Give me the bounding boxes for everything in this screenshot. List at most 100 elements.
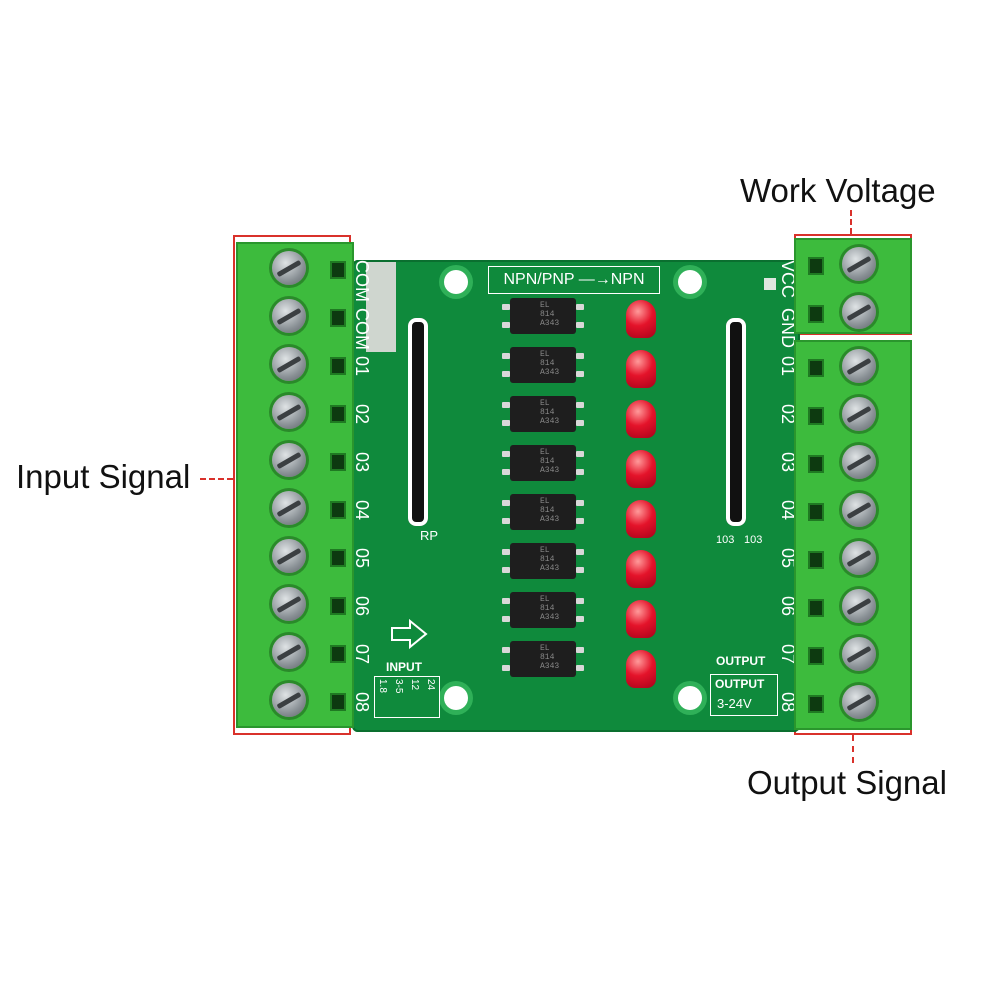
terminal-position (796, 288, 910, 336)
screw-icon[interactable] (842, 295, 876, 329)
terminal-position (238, 532, 352, 580)
screw-icon[interactable] (272, 491, 306, 525)
res-label-2: 103 (744, 534, 763, 546)
screw-icon[interactable] (272, 539, 306, 573)
pin-label: 02 (352, 404, 372, 425)
chip-pin (576, 500, 584, 506)
terminal-position (238, 676, 352, 724)
screw-icon[interactable] (842, 397, 876, 431)
input-signal-label: Input Signal (16, 458, 191, 495)
screw-icon[interactable] (842, 493, 876, 527)
chip-marking: EL 814 A343 (540, 399, 560, 426)
screw-icon[interactable] (842, 589, 876, 623)
pin-label: 04 (352, 500, 372, 521)
chip-pin (502, 549, 510, 555)
screw-icon[interactable] (272, 587, 306, 621)
screw-icon[interactable] (842, 247, 876, 281)
screw-icon[interactable] (842, 637, 876, 671)
terminal-position (238, 580, 352, 628)
screw-icon[interactable] (272, 635, 306, 669)
output-box-label: OUTPUT (715, 677, 765, 691)
screw-icon[interactable] (272, 395, 306, 429)
screw-icon[interactable] (272, 347, 306, 381)
chip-pin (502, 598, 510, 604)
indicator-led (626, 400, 656, 438)
resistor-network-right (726, 318, 746, 526)
screw-icon[interactable] (272, 251, 306, 285)
chip-marking: EL 814 A343 (540, 644, 560, 671)
chip-pin (502, 518, 510, 524)
optocoupler-chip: EL 814 A343 (510, 445, 576, 481)
indicator-led (626, 600, 656, 638)
chip-pin (502, 402, 510, 408)
wire-slot[interactable] (808, 305, 824, 323)
wire-slot[interactable] (808, 503, 824, 521)
terminal-position (796, 390, 910, 438)
wire-slot[interactable] (808, 359, 824, 377)
screw-icon[interactable] (842, 541, 876, 575)
wire-slot[interactable] (808, 551, 824, 569)
input-voltage-1: 1.8 (377, 679, 388, 693)
chip-marking: EL 814 A343 (540, 301, 560, 328)
rp-resistor-network (408, 318, 428, 526)
wire-slot[interactable] (808, 407, 824, 425)
wire-slot[interactable] (330, 453, 346, 471)
chip-pin (502, 647, 510, 653)
optocoupler-chip: EL 814 A343 (510, 543, 576, 579)
indicator-led (626, 650, 656, 688)
work-voltage-leader (850, 210, 852, 234)
input-signal-leader (200, 478, 233, 480)
rp-label: RP (420, 528, 439, 543)
indicator-led (626, 550, 656, 588)
chip-marking: EL 814 A343 (540, 595, 560, 622)
wire-slot[interactable] (330, 405, 346, 423)
wire-slot[interactable] (330, 357, 346, 375)
optocoupler-chip: EL 814 A343 (510, 298, 576, 334)
optocoupler-chip: EL 814 A343 (510, 347, 576, 383)
screw-icon[interactable] (842, 445, 876, 479)
terminal-position (238, 244, 352, 292)
input-marking-strip (366, 262, 396, 352)
chip-pin (576, 353, 584, 359)
chip-pin (502, 420, 510, 426)
wire-slot[interactable] (330, 501, 346, 519)
wire-slot[interactable] (808, 695, 824, 713)
screw-icon[interactable] (842, 349, 876, 383)
chip-pin (502, 469, 510, 475)
indicator-led (626, 500, 656, 538)
input-terminal-block (236, 242, 354, 728)
pcb-board: NPN/PNP —→NPN RP 103 103 EL 814 A343 EL 8… (352, 260, 800, 732)
wire-slot[interactable] (808, 257, 824, 275)
mount-hole-top-right (678, 270, 702, 294)
board-header: NPN/PNP —→NPN (488, 266, 660, 294)
chip-pin (576, 371, 584, 377)
wire-slot[interactable] (808, 599, 824, 617)
pin-label: 07 (352, 644, 372, 665)
wire-slot[interactable] (330, 309, 346, 327)
chip-pin (576, 518, 584, 524)
terminal-position (796, 486, 910, 534)
chip-pin (576, 647, 584, 653)
terminal-position (796, 240, 910, 288)
output-label: OUTPUT (716, 654, 766, 668)
arrow-right-icon (391, 618, 428, 650)
screw-icon[interactable] (272, 443, 306, 477)
screw-icon[interactable] (272, 683, 306, 717)
wire-slot[interactable] (330, 645, 346, 663)
pin-label: 03 (352, 452, 372, 473)
screw-icon[interactable] (272, 299, 306, 333)
mount-hole-bottom-right (678, 686, 702, 710)
chip-pin (576, 567, 584, 573)
wire-slot[interactable] (330, 597, 346, 615)
wire-slot[interactable] (330, 693, 346, 711)
screw-icon[interactable] (842, 685, 876, 719)
terminal-position (238, 388, 352, 436)
res-label-1: 103 (716, 534, 735, 546)
chip-pin (576, 402, 584, 408)
wire-slot[interactable] (330, 549, 346, 567)
wire-slot[interactable] (808, 455, 824, 473)
wire-slot[interactable] (808, 647, 824, 665)
terminal-position (796, 438, 910, 486)
optocoupler-chip: EL 814 A343 (510, 592, 576, 628)
wire-slot[interactable] (330, 261, 346, 279)
